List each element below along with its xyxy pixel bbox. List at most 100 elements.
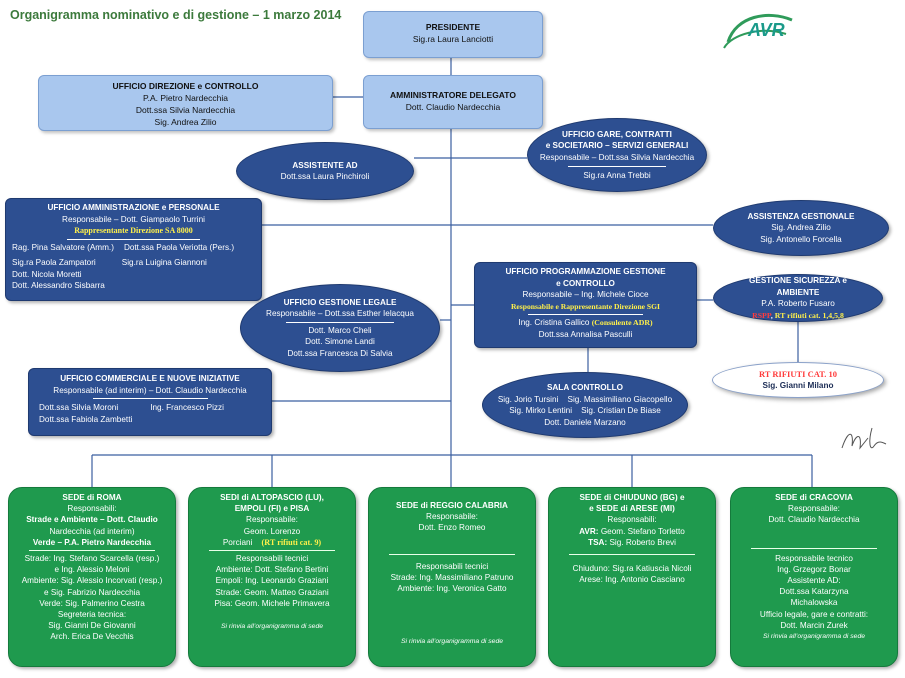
programmazione-box: UFFICIO PROGRAMMAZIONE GESTIONE e CONTRO… <box>474 262 697 348</box>
staff-name: Rag. Pina Salvatore (Amm.) <box>12 242 114 252</box>
staff-name: Dott. Daniele Marzano <box>544 417 626 427</box>
staff-name: Ing. Francesco Pizzi <box>150 403 224 412</box>
sede-line: Responsabili tecnici <box>235 554 309 564</box>
commerciale-resp: Responsabile (ad interim) – Dott. Claudi… <box>53 385 247 395</box>
programmazione-title: UFFICIO PROGRAMMAZIONE GESTIONE <box>505 267 666 276</box>
staff-name: Dott.ssa Fabiola Zambetti <box>39 414 133 424</box>
rt10-name: Sig. Gianni Milano <box>762 381 834 390</box>
amministratore-name: Dott. Claudio Nardecchia <box>405 102 501 112</box>
sede-line: Strade: Ing. Stefano Scarcella (resp.) <box>24 554 160 564</box>
sede-line: Dott. Enzo Romeo <box>418 523 486 533</box>
assistente-ellipse: ASSISTENTE AD Dott.ssa Laura Pinchiroli <box>236 142 414 200</box>
direzione-line: Dott.ssa Silvia Nardecchia <box>135 105 236 115</box>
sala-title: SALA CONTROLLO <box>546 383 624 392</box>
direzione-title: UFFICIO DIREZIONE e CONTROLLO <box>112 81 259 91</box>
sede-cracovia-box: SEDE di CRACOVIA Responsabile: Dott. Cla… <box>730 487 898 667</box>
sede-line: Segreteria tecnica: <box>57 610 127 620</box>
presidente-box: PRESIDENTE Sig.ra Laura Lanciotti <box>363 11 543 58</box>
gare-title: UFFICIO GARE, CONTRATTI <box>562 129 672 139</box>
staff-name: Dott.ssa Annalisa Pasculli <box>538 329 633 339</box>
sede-line: Sig. Roberto Brevi <box>609 537 676 547</box>
assistente-title: ASSISTENTE AD <box>292 160 358 170</box>
programmazione-rap: Responsabile e Rappresentante Direzione … <box>510 301 661 311</box>
legale-title: UFFICIO GESTIONE LEGALE <box>283 297 397 307</box>
gare-ellipse: UFFICIO GARE, CONTRATTI e SOCIETARIO – S… <box>527 118 707 192</box>
page-title: Organigramma nominativo e di gestione – … <box>10 8 342 22</box>
rt10-ellipse: RT RIFIUTI CAT. 10 Sig. Gianni Milano <box>712 362 884 398</box>
sede-line: Responsabili: <box>607 515 657 525</box>
sede-note: Si rinvia all’organigramma di sede <box>763 633 865 641</box>
presidente-title: PRESIDENTE <box>425 22 481 32</box>
divider <box>28 550 156 552</box>
staff-name: Ing. Cristina Gallico <box>518 318 592 327</box>
sede-title: SEDE di REGGIO CALABRIA <box>396 501 508 510</box>
legale-line: Dott.ssa Francesca Di Salvia <box>287 348 393 358</box>
assistenza-ellipse: ASSISTENZA GESTIONALE Sig. Andrea Zilio … <box>713 200 889 256</box>
sede-line: AVR: <box>579 526 599 536</box>
sede-line: Ambiente: Sig. Alessio Incorvati (resp.) <box>21 576 163 586</box>
gare-resp: Responsabile – Dott.ssa Silvia Nardecchi… <box>539 152 695 162</box>
avr-logo: AVR <box>722 12 814 56</box>
sede-line: Arch. Erica De Vecchis <box>50 632 134 642</box>
sede-line: Chiuduno: Sig.ra Katiuscia Nicoli <box>572 564 692 574</box>
sede-line: Empoli: Ing. Leonardo Graziani <box>215 576 329 586</box>
sede-line: Pisa: Geom. Michele Primavera <box>214 598 330 608</box>
amministrazione-rap: Rappresentante Direzione SA 8000 <box>74 226 193 235</box>
direzione-line: P.A. Pietro Nardecchia <box>143 93 228 103</box>
staff-name: Sig. Mirko Lentini <box>509 406 573 415</box>
sede-line: Arese: Ing. Antonio Casciano <box>579 575 685 585</box>
divider <box>285 321 395 323</box>
sede-line: Assistente AD: <box>787 576 841 586</box>
sede-note: Si rinvia all’organigramma di sede <box>401 638 503 646</box>
divider <box>388 553 516 555</box>
sede-chiuduno-box: SEDE di CHIUDUNO (BG) e e SEDE di ARESE … <box>548 487 716 667</box>
gare-title: e SOCIETARIO – SERVIZI GENERALI <box>545 141 689 150</box>
rt-label: RT rifiuti cat. 1,4,5,8 <box>774 310 844 320</box>
staff-name: Sig. Jorio Tursini <box>497 394 559 404</box>
sede-altopascio-box: SEDI di ALTOPASCIO (LU), EMPOLI (FI) e P… <box>188 487 356 667</box>
assistenza-title: ASSISTENZA GESTIONALE <box>747 211 855 221</box>
sede-line: Responsabile tecnico <box>775 553 853 563</box>
sicurezza-name: P.A. Roberto Fusaro <box>761 299 835 308</box>
sede-line: Verde – P.A. Pietro Nardecchia <box>32 537 152 547</box>
sede-title: SEDE di CHIUDUNO (BG) e <box>579 493 685 502</box>
sede-line: Sig. Gianni De Giovanni <box>48 621 136 631</box>
direzione-line: Sig. Andrea Zilio <box>154 117 217 127</box>
divider <box>568 554 696 556</box>
sede-line: Responsabile: <box>788 504 840 514</box>
assistenza-line: Sig. Andrea Zilio <box>771 223 831 233</box>
divider <box>528 314 643 315</box>
sede-title: EMPOLI (FI) e PISA <box>234 504 310 514</box>
divider <box>208 550 336 552</box>
sede-line: Ing. Grzegorz Bonar <box>777 564 851 574</box>
sede-line: Ufficio legale, gare e contratti: <box>759 609 869 619</box>
sede-roma-box: SEDE di ROMA Responsabili: Strade e Ambi… <box>8 487 176 667</box>
sede-line: Responsabili tecnici <box>415 561 489 571</box>
staff-name: Dott. Nicola Moretti <box>12 269 82 279</box>
sede-line: Strade: Ing. Massimiliano Patruno <box>390 572 514 582</box>
sede-line: Strade: Geom. Matteo Graziani <box>215 587 329 597</box>
sede-title: SEDE di CRACOVIA <box>775 493 853 502</box>
staff-name: Dott.ssa Paola Veriotta (Pers.) <box>123 242 235 252</box>
rt-rifiuti-label: (RT rifiuti cat. 9) <box>261 537 322 547</box>
divider <box>66 238 201 240</box>
gare-name: Sig.ra Anna Trebbi <box>583 171 651 180</box>
staff-name: Sig.ra Paola Zampatori <box>12 258 96 267</box>
sicurezza-title: GESTIONE SICUREZZA e <box>749 276 847 285</box>
commerciale-box: UFFICIO COMMERCIALE E NUOVE INIZIATIVE R… <box>28 368 272 436</box>
divider <box>568 166 666 167</box>
sede-line: Geom. Stefano Torletto <box>600 526 685 536</box>
sala-ellipse: SALA CONTROLLO Sig. Jorio Tursini Sig. M… <box>482 372 688 438</box>
sede-line: Verde: Sig. Palmerino Cestra <box>39 598 145 608</box>
sede-line: Geom. Lorenzo <box>243 526 301 536</box>
staff-name: Dott. Alessandro Sisbarra <box>12 281 105 290</box>
direzione-box: UFFICIO DIREZIONE e CONTROLLO P.A. Pietr… <box>38 75 333 131</box>
rspp-label: RSPP <box>752 310 771 320</box>
legale-line: Dott. Marco Cheli <box>308 325 372 335</box>
sede-line: e Sig. Fabrizio Nardecchia <box>43 587 141 597</box>
staff-name: Sig. Cristian De Biase <box>581 406 661 415</box>
sede-line: Dott. Marcin Zurek <box>780 620 848 630</box>
divider <box>92 398 208 399</box>
assistente-name: Dott.ssa Laura Pinchiroli <box>280 172 370 181</box>
